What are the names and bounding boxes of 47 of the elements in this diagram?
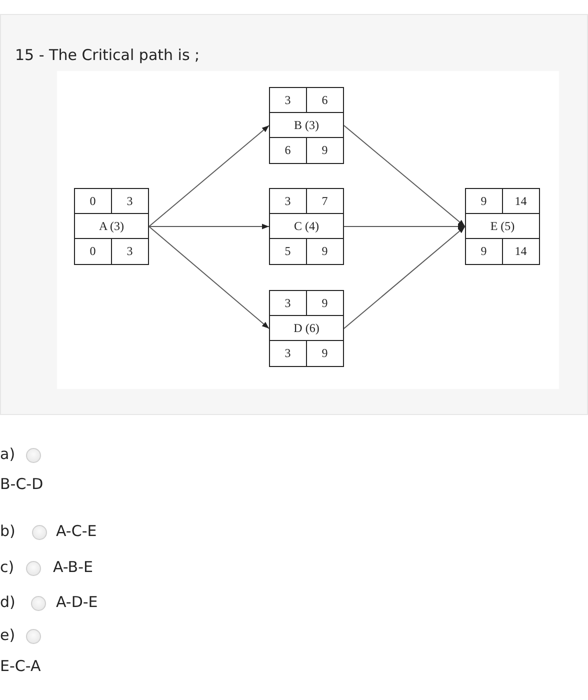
activity-label: B (3) (270, 113, 343, 138)
early-start-cell: 3 (270, 189, 306, 214)
option-text: E-C-A (0, 657, 41, 675)
option-letter: c) (0, 558, 14, 576)
arrow (148, 224, 270, 230)
early-finish-cell: 9 (306, 291, 343, 316)
option-text: A-B-E (53, 558, 93, 576)
option-letter: d) (0, 593, 16, 611)
option-text: B-C-D (0, 475, 44, 493)
early-start-cell: 0 (75, 189, 112, 214)
activity-node (465, 188, 540, 265)
option-text: A-C-E (56, 522, 97, 540)
late-finish-cell-text: 14 (514, 243, 528, 260)
late-start-cell: 5 (270, 239, 306, 264)
option-text: A-D-E (56, 593, 98, 611)
early-finish-cell: 7 (306, 189, 343, 214)
late-finish-cell-text: 9 (320, 243, 329, 260)
early-finish-cell: 6 (306, 88, 343, 113)
late-start-cell: 6 (270, 138, 306, 163)
late-start-cell: 0 (75, 239, 112, 264)
early-start-cell: 3 (270, 88, 306, 113)
early-finish-cell: 3 (112, 189, 148, 214)
activity-node (269, 87, 344, 164)
option-letter: e) (0, 626, 16, 644)
late-finish-cell-text: 9 (320, 142, 329, 159)
activity-node (74, 188, 149, 265)
activity-node (269, 290, 344, 367)
activity-node (269, 188, 344, 265)
late-start-cell: 9 (466, 239, 502, 264)
late-finish-cell-text: 9 (320, 345, 329, 362)
early-finish-cell: 14 (502, 189, 539, 214)
arrow (344, 226, 466, 329)
option-letter: b) (0, 522, 16, 540)
arrow (344, 125, 466, 227)
activity-label: C (4) (270, 214, 343, 239)
arrow (148, 226, 270, 329)
early-start-cell: 3 (270, 291, 306, 316)
arrow (344, 224, 466, 230)
activity-label: E (5) (466, 214, 539, 239)
late-start-cell: 3 (270, 341, 306, 366)
activity-label: D (6) (270, 316, 343, 341)
question-title: 15 - The Critical path is ; (15, 46, 200, 64)
activity-label: A (3) (75, 214, 148, 239)
option-letter: a) (0, 445, 16, 463)
early-start-cell: 9 (466, 189, 502, 214)
late-finish-cell-text: 3 (126, 243, 134, 260)
arrow (148, 125, 270, 227)
